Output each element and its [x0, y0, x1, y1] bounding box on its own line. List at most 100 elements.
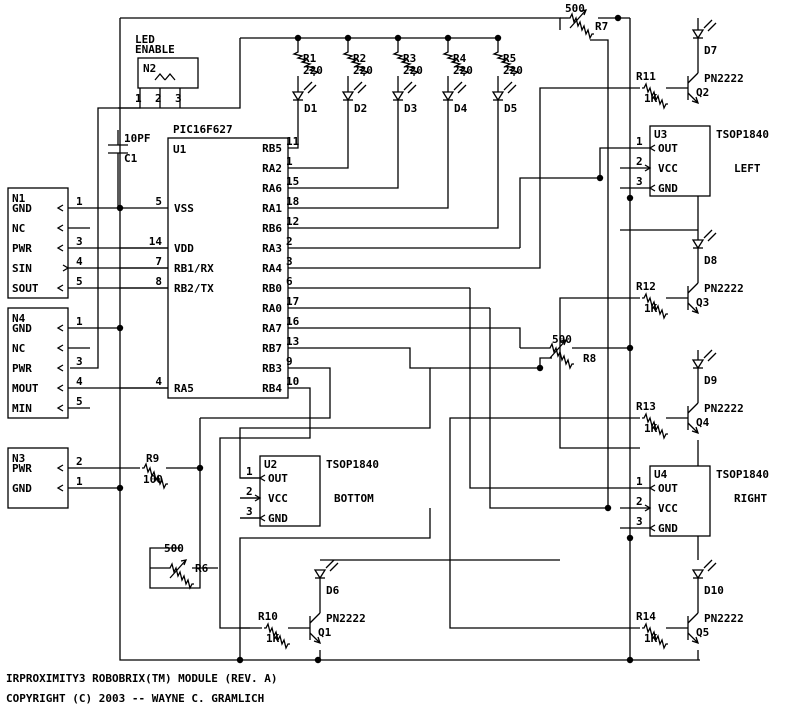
led-top-ref: D3 — [404, 102, 417, 115]
rbase-value: 1K — [644, 92, 658, 105]
led-1 — [691, 239, 705, 250]
transistor-q3-emitter — [687, 302, 699, 314]
led-ref: D8 — [704, 254, 717, 267]
r8-ref: R8 — [583, 352, 596, 365]
n3-pin-num: 2 — [76, 455, 83, 468]
junction-dot — [626, 656, 634, 664]
r9-value: 100 — [143, 473, 163, 486]
u1-part: PIC16F627 — [173, 123, 233, 136]
u1-right-pin-name: RA0 — [262, 302, 282, 315]
u3-out — [599, 147, 620, 178]
u1-right-pin-name: RB5 — [262, 142, 282, 155]
led-0-rays — [703, 19, 717, 32]
u1-left-pin-name: RB1/RX — [174, 262, 214, 275]
r8-wiper-head — [560, 339, 568, 346]
u1-left-pin-name: RA5 — [174, 382, 194, 395]
n1-arrow — [56, 204, 64, 212]
tsop-ref: U4 — [654, 468, 668, 481]
u1-right-pin-name: RB7 — [262, 342, 282, 355]
u1-right-pin-name: RA4 — [262, 262, 282, 275]
n4-pin-name: MIN — [12, 402, 32, 415]
n1-pin-name: GND — [12, 202, 32, 215]
r-top-ref: R3 — [403, 52, 416, 65]
led-ref: D7 — [704, 44, 717, 57]
n1-pin-name: SOUT — [12, 282, 39, 295]
r-base-4 — [264, 622, 290, 650]
tsop-pin-num: 2 — [636, 155, 643, 168]
transistor-q4-arrow — [691, 426, 700, 435]
u1-right-pin-num: 1 — [286, 155, 293, 168]
wire — [288, 100, 299, 149]
rb0-wire — [489, 39, 609, 509]
n2-arrows — [154, 72, 176, 81]
wires — [68, 14, 703, 664]
tsop-body-1 — [649, 465, 711, 537]
r-base-3 — [642, 622, 668, 650]
u2-vcc — [239, 508, 431, 660]
labels: IRPROXIMITY3 ROBOBRIX(TM) MODULE (REV. A… — [6, 2, 769, 705]
tsop-pin-name: VCC — [658, 162, 678, 175]
r7-wiper — [569, 9, 587, 29]
n2-pin: 3 — [175, 92, 182, 105]
led-top-ref: D5 — [504, 102, 517, 115]
u1-right-pin-num: 17 — [286, 295, 299, 308]
u1-right-pin-num: 13 — [286, 335, 299, 348]
q-ref: Q5 — [696, 626, 709, 639]
r6-ref: R6 — [195, 562, 209, 575]
r-top-ref: R5 — [503, 52, 516, 65]
transistor-q2-emitter — [687, 92, 699, 104]
r-top-4 — [442, 50, 470, 76]
q-part: PN2222 — [704, 282, 744, 295]
n4-pin-num: 4 — [76, 375, 83, 388]
n4-pin-num: 3 — [76, 355, 83, 368]
r-base-1 — [642, 292, 668, 320]
r-top-5 — [492, 50, 520, 76]
led-top-ref: D2 — [354, 102, 367, 115]
q-ref: Q2 — [696, 86, 709, 99]
n2-ref: N2 — [143, 62, 156, 75]
transistor-q1-emitter — [309, 632, 321, 644]
u1-right-pin-num: 15 — [286, 175, 299, 188]
tsop-arrow — [648, 484, 656, 492]
tsop-ref: U3 — [654, 128, 667, 141]
n1-pin-num: 3 — [76, 235, 83, 248]
u1-right-pin-name: RB3 — [262, 362, 282, 375]
q-part: PN2222 — [704, 612, 744, 625]
n3-arrow — [56, 464, 64, 472]
tsop-part: TSOP1840 — [716, 468, 769, 481]
junction-dot — [236, 656, 244, 664]
junction-dot — [614, 14, 622, 22]
tsop-arrow — [644, 504, 652, 512]
n2-pin1 — [118, 88, 141, 109]
r7-ref: R7 — [595, 20, 608, 33]
r-top-ref: R2 — [353, 52, 366, 65]
led-top-1-rays — [303, 81, 317, 94]
tsop-part: TSOP1840 — [326, 458, 379, 471]
r-top-value: 220 — [403, 64, 423, 77]
r-top-value: 220 — [353, 64, 373, 77]
q-part: PN2222 — [326, 612, 366, 625]
tsop-pin-num: 1 — [636, 135, 643, 148]
led-3 — [691, 569, 705, 580]
n3-body — [7, 447, 69, 509]
u1-right-pin-name: RA1 — [262, 202, 282, 215]
tsop-arrow — [648, 524, 656, 532]
r6-wiper — [169, 559, 187, 579]
n1-pin-name: SIN — [12, 262, 32, 275]
n4-arrow — [56, 404, 64, 412]
tsop-pin-num: 1 — [636, 475, 643, 488]
u1-right-pin-name: RA2 — [262, 162, 282, 175]
led-ref: D10 — [704, 584, 724, 597]
tsop-arrow — [644, 164, 652, 172]
n2-body — [137, 57, 199, 89]
u1-left-pin-name: VDD — [174, 242, 194, 255]
tsop-body-0 — [649, 125, 711, 197]
tsop-pin-name: OUT — [658, 482, 678, 495]
led-top-5-rays — [503, 81, 517, 94]
junction-dot — [626, 194, 634, 202]
q-ref: Q4 — [696, 416, 710, 429]
r-top-ref: R1 — [303, 52, 317, 65]
n4-pin-num: 1 — [76, 315, 83, 328]
u1-right-pin-name: RB4 — [262, 382, 282, 395]
